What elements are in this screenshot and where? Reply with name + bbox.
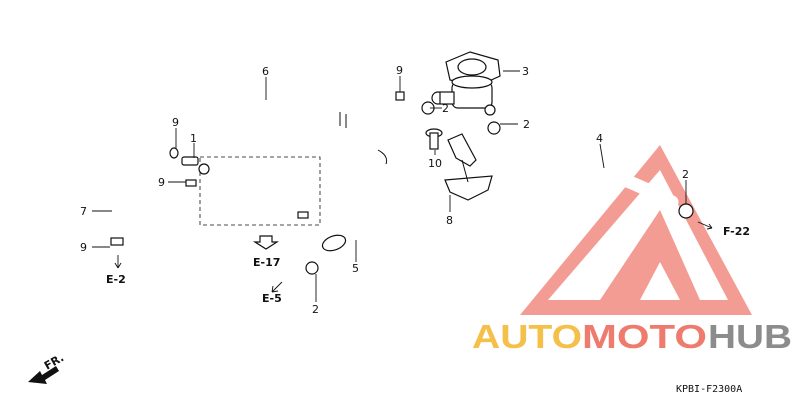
air-valve-3 <box>431 51 501 116</box>
sub-assembly-box <box>199 156 321 226</box>
watermark-word-hub: HUB <box>708 318 792 355</box>
clip-9-valve <box>395 91 405 101</box>
label-2-valve: 2 <box>442 102 449 115</box>
e5-arrow-icon <box>271 281 283 293</box>
bolt-10 <box>425 128 443 150</box>
ref-e5: E-5 <box>262 292 282 305</box>
reference-arrows <box>28 221 713 384</box>
label-2-bottom: 2 <box>312 303 319 316</box>
label-4: 4 <box>596 132 603 145</box>
label-2-right: 2 <box>523 118 530 131</box>
hose-6 <box>147 91 395 155</box>
label-8: 8 <box>446 214 453 227</box>
watermark-word-auto: AUTO <box>472 318 582 355</box>
label-5: 5 <box>352 262 359 275</box>
clips-2 <box>305 101 694 275</box>
hose-4 <box>505 133 679 209</box>
label-9-bottom: 9 <box>80 241 87 254</box>
f22-arrow-icon <box>697 221 713 230</box>
e17-arrow-icon <box>252 235 280 250</box>
bracket-8 <box>444 133 493 201</box>
hose-5 <box>321 112 422 252</box>
front-arrow-icon <box>28 366 59 384</box>
joint-1 <box>169 147 210 187</box>
label-6: 6 <box>262 65 269 78</box>
part-labels: 6 9 3 2 2 4 2 9 1 9 7 9 10 8 5 2 <box>80 64 689 316</box>
clip-9-bottom <box>110 237 124 246</box>
watermark-logo <box>520 145 752 315</box>
ref-e17: E-17 <box>253 256 280 269</box>
leader-lines <box>92 70 687 302</box>
drawing-code: KPBI-F2300A <box>676 384 742 395</box>
watermark-text: AUTO MOTO HUB <box>472 318 792 355</box>
label-7: 7 <box>80 205 87 218</box>
label-9-left: 9 <box>172 116 179 129</box>
watermark-word-moto: MOTO <box>582 318 707 355</box>
label-1: 1 <box>190 132 197 145</box>
hose-7 <box>110 191 192 246</box>
watermark-inner-mark <box>600 210 700 300</box>
label-3: 3 <box>522 65 529 78</box>
ref-f22: F-22 <box>723 225 750 238</box>
label-9-mid: 9 <box>158 176 165 189</box>
label-10: 10 <box>428 157 442 170</box>
e2-arrow-icon <box>114 255 122 269</box>
label-9-top: 9 <box>396 64 403 77</box>
ref-e2: E-2 <box>106 273 126 286</box>
label-2-far: 2 <box>682 168 689 181</box>
